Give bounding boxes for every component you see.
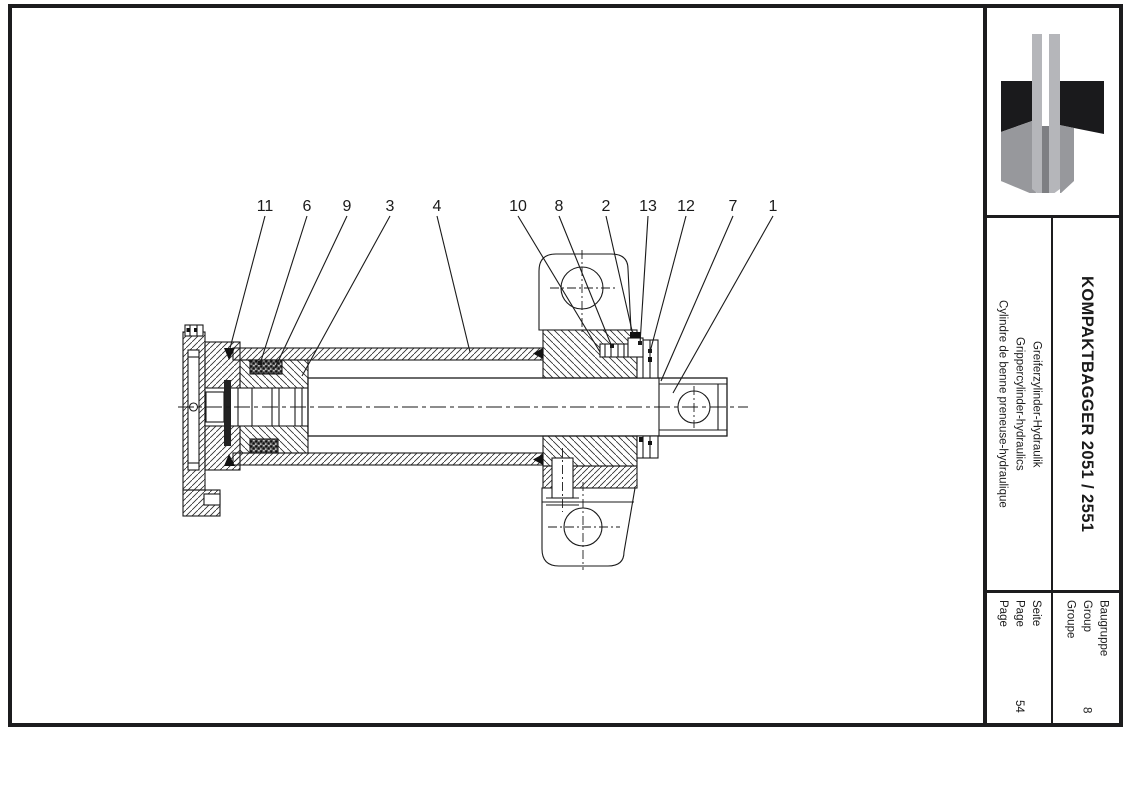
callout-1: 1 [672,198,778,394]
description-fr: Cylindre de benne preneuse-hydraulique [996,300,1009,508]
callout-8: 8 [555,198,614,348]
svg-text:6: 6 [303,198,312,215]
description-cell: Greiferzylinder-Hydraulik Grippercylinde… [987,218,1051,590]
svg-text:2: 2 [602,198,611,215]
group-cell: Baugruppe Group Groupe 8 [1053,593,1120,723]
cylinder-tube [232,347,544,466]
svg-text:11: 11 [257,198,274,215]
svg-text:8: 8 [555,198,564,215]
model-cell: KOMPAKTBAGGER 2051 / 2551 [1053,218,1120,590]
page-label-de: Seite [1029,600,1042,627]
svg-text:4: 4 [433,198,442,215]
weld-mark-top [533,348,543,359]
group-label-en: Group [1080,600,1093,632]
oil-port [546,448,579,512]
callout-13: 13 [638,198,657,345]
page-value: 54 [1013,700,1025,713]
svg-text:12: 12 [677,198,695,215]
drawing-description: Greiferzylinder-Hydraulik Grippercylinde… [994,300,1045,508]
group-label-fr: Groupe [1064,600,1077,639]
svg-text:10: 10 [509,198,527,215]
callout-7: 7 [660,198,738,382]
page-cell: Seite Page Page 54 [987,593,1051,723]
description-de: Greiferzylinder-Hydraulik [1030,340,1043,468]
description-en: Grippercylinder-hydraulics [1013,337,1026,471]
mounting-flange [182,324,221,517]
callout-3: 3 [301,198,395,377]
callout-2: 2 [602,198,634,336]
weld-mark-bottom [533,454,543,465]
svg-text:13: 13 [639,198,657,215]
callout-9: 9 [274,198,352,369]
page-label-en: Page [1013,600,1026,627]
titleblock-column-divider [1051,215,1053,723]
callout-4: 4 [433,198,471,353]
group-label-de: Baugruppe [1097,600,1110,657]
model-title: KOMPAKTBAGGER 2051 / 2551 [1078,275,1096,533]
page-labels: Seite Page Page [994,600,1044,627]
group-value: 8 [1080,706,1093,713]
titleblock-left-border [983,8,987,723]
schaeff-logo-icon [1000,33,1104,193]
callout-6: 6 [258,198,312,365]
top-lug [538,250,632,333]
callouts: 11 6 9 3 4 10 [228,198,778,394]
svg-text:7: 7 [729,198,738,215]
svg-text:1: 1 [769,198,778,215]
callout-11: 11 [228,198,274,353]
svg-text:3: 3 [386,198,395,215]
callout-12: 12 [648,198,695,353]
rod-wiper-top [224,348,235,360]
piston-seal-bottom [249,438,279,454]
bottom-lug [541,482,636,570]
svg-text:9: 9 [343,198,352,215]
group-labels: Baugruppe Group Groupe [1062,600,1112,656]
cylinder-assembly [178,250,748,570]
page-label-fr: Page [996,600,1009,627]
logo-cell [987,8,1120,215]
callout-10: 10 [509,198,601,353]
head-gland [533,329,659,512]
rod-wiper-bottom [224,454,235,466]
